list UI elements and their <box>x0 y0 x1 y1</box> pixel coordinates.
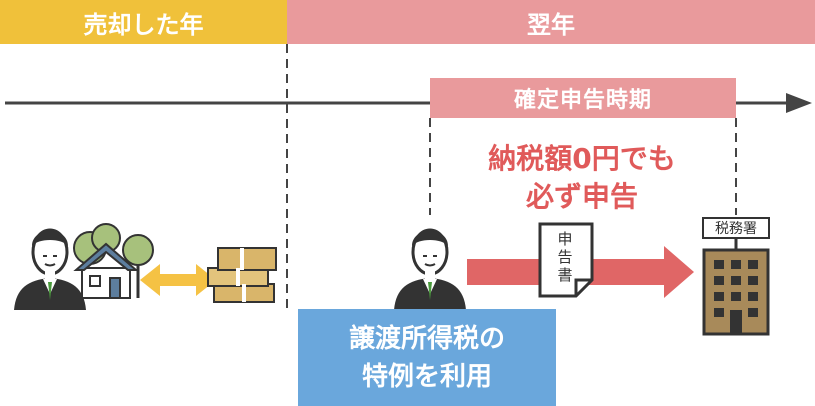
next-year-label: 翌年 <box>527 10 575 39</box>
zero-tax-line2: 必ず申告 <box>525 180 638 213</box>
filing-period-box: 確定申告時期 <box>430 78 736 118</box>
timeline-arrowhead <box>786 93 812 113</box>
special-rule-line2: 特例を利用 <box>361 361 492 392</box>
next-year-bar: 翌年 <box>287 0 815 44</box>
zero-tax-note: 納税額0円でも 必ず申告 <box>432 140 732 216</box>
tax-office-sign: 税務署 <box>702 217 770 239</box>
sold-year-bar: 売却した年 <box>0 0 287 44</box>
tax-office-label: 税務署 <box>715 221 757 237</box>
document-char-3: 書 <box>557 266 573 284</box>
document-icon <box>538 222 594 298</box>
filer-person-icon <box>394 228 466 310</box>
special-rule-line1: 譲渡所得税の <box>348 323 505 354</box>
seller-person-icon <box>14 228 86 310</box>
tax-office-building-icon <box>702 238 770 336</box>
zero-tax-line1: 納税額0円でも <box>488 142 676 175</box>
exchange-arrow <box>140 264 216 296</box>
tax-return-document: 申 告 書 <box>538 222 594 298</box>
special-rule-box: 譲渡所得税の 特例を利用 <box>298 309 556 406</box>
house-icon <box>73 223 154 299</box>
document-char-2: 告 <box>557 248 573 266</box>
document-label: 申 告 書 <box>538 230 592 284</box>
sold-year-label: 売却した年 <box>83 10 204 39</box>
money-stack-icon <box>207 247 277 303</box>
filing-period-label: 確定申告時期 <box>513 88 652 113</box>
document-char-1: 申 <box>557 230 573 248</box>
